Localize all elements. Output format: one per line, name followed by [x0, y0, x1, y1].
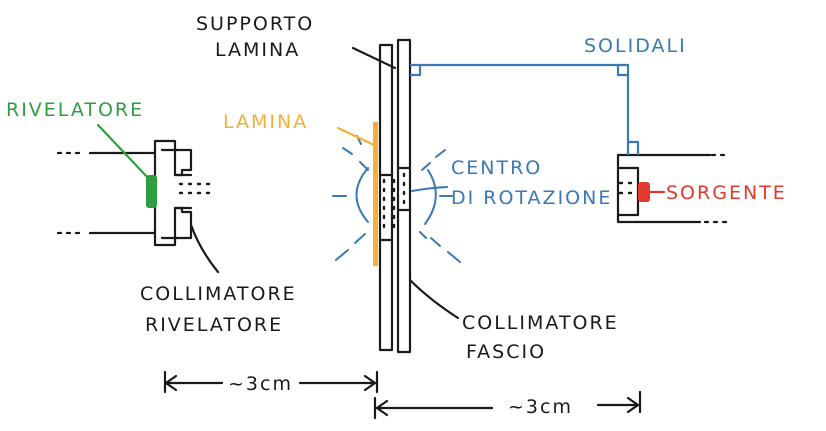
source-element [638, 182, 650, 202]
pointer-lamina [336, 126, 376, 147]
detector-element [146, 175, 157, 208]
label-sorgente: SORGENTE [666, 182, 787, 204]
label-collimatore-rivelatore-1: COLLIMATORE [140, 283, 297, 305]
label-lamina: LAMINA [223, 111, 308, 133]
label-centro-rotazione-1: CENTRO [451, 157, 542, 179]
label-collimatore-fascio-1: COLLIMATORE [462, 312, 619, 334]
dimension-right [373, 390, 642, 420]
label-distance-right: ~3cm [508, 396, 573, 418]
beam-dots-center [382, 172, 406, 234]
label-distance-left: ~3cm [228, 373, 293, 395]
pointer-centro [411, 186, 448, 192]
beam-dots-right [618, 181, 638, 195]
label-solidali: SOLIDALI [584, 35, 687, 57]
pointer-rivelatore [96, 123, 152, 182]
pointer-lines [96, 46, 666, 320]
detector-collimator [153, 139, 193, 247]
label-collimatore-fascio-2: FASCIO [466, 341, 546, 363]
label-centro-rotazione-2: DI ROTAZIONE [451, 187, 612, 209]
foil-holder-plates [378, 38, 412, 354]
beam-dots-left [178, 182, 212, 195]
foil [373, 122, 378, 266]
label-supporto-lamina-1: SUPPORTO [196, 13, 314, 35]
pointer-collimatore-rivelatore [189, 223, 220, 274]
dimension-left [163, 370, 379, 394]
detector-tube [56, 151, 157, 235]
rigid-link [410, 63, 640, 155]
label-supporto-lamina-2: LAMINA [215, 39, 300, 61]
label-collimatore-rivelatore-2: RIVELATORE [145, 314, 283, 336]
pointer-collimatore-fascio [408, 278, 460, 320]
pointer-supporto [351, 46, 397, 70]
label-rivelatore: RIVELATORE [6, 99, 144, 121]
rotation-center-marker [332, 135, 461, 263]
